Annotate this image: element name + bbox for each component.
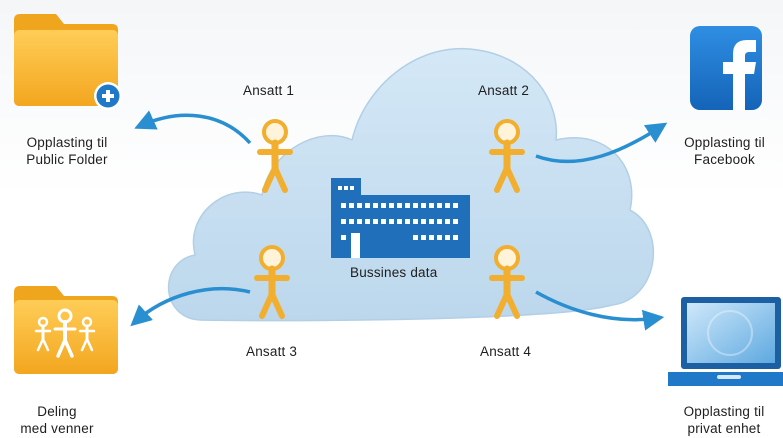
public-folder-label-line1: Opplasting til	[26, 135, 108, 150]
share-friends-label: Deling med venner	[0, 403, 114, 437]
private-device-label-line1: Opplasting til	[683, 404, 765, 419]
arrow-to-private-device	[535, 290, 665, 331]
person-icon-4	[489, 245, 525, 319]
employee-label-3: Ansatt 3	[246, 344, 298, 359]
employee-label-1: Ansatt 1	[243, 83, 295, 98]
person-icon-2	[489, 119, 525, 193]
public-folder-label-line2: Public Folder	[26, 152, 108, 167]
public-folder-label: Opplasting til Public Folder	[8, 134, 126, 168]
person-icon-1	[257, 119, 293, 193]
employee-label-2: Ansatt 2	[478, 83, 530, 98]
folder-plus-icon	[14, 14, 122, 110]
private-device-label-line2: privat enhet	[687, 421, 761, 436]
share-friends-label-line1: Deling	[37, 404, 77, 419]
cloud-shape	[167, 47, 654, 322]
facebook-icon	[690, 26, 762, 110]
private-device-label: Opplasting til privat enhet	[666, 403, 782, 437]
facebook-label: Opplasting til Facebook	[668, 134, 781, 168]
arrow-to-public-folder	[134, 110, 252, 145]
people-folder-icon	[14, 286, 118, 374]
person-icon-3	[254, 245, 290, 319]
employee-label-4: Ansatt 4	[480, 344, 532, 359]
building-icon	[331, 178, 470, 258]
arrow-to-share-friends	[130, 286, 251, 327]
facebook-label-line2: Facebook	[694, 152, 755, 167]
share-friends-label-line2: med venner	[20, 421, 94, 436]
laptop-icon	[668, 297, 783, 386]
facebook-label-line1: Opplasting til	[684, 135, 765, 150]
center-label: Bussines data	[350, 265, 438, 280]
arrow-to-facebook	[535, 122, 668, 164]
